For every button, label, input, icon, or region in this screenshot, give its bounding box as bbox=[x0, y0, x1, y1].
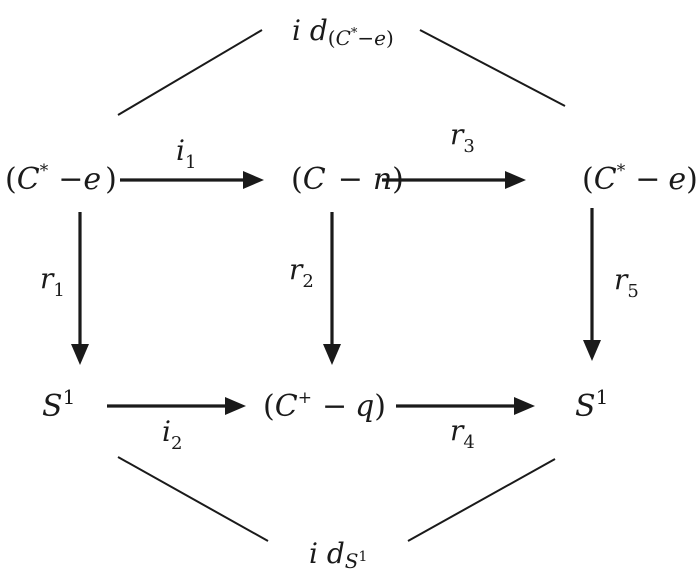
identity-bottom-left-line bbox=[117, 456, 269, 542]
arrow-i1 bbox=[120, 171, 264, 189]
arrow-i2 bbox=[107, 397, 246, 415]
node-bottom-right: S1 bbox=[575, 385, 608, 424]
label-r3: r3 bbox=[450, 118, 475, 157]
label-i2: i2 bbox=[162, 415, 182, 454]
node-bottom-mid: (C+−q) bbox=[263, 388, 386, 424]
node-top-right: (C*−e) bbox=[582, 161, 698, 197]
identity-top-left-line bbox=[117, 29, 263, 116]
label-i1: i1 bbox=[176, 134, 196, 173]
identity-bottom-label: i dS1 bbox=[309, 537, 367, 573]
arrow-r2 bbox=[323, 212, 341, 365]
arrow-r1 bbox=[71, 212, 89, 365]
node-top-mid: (C−n) bbox=[291, 162, 404, 197]
identity-bottom-right-line bbox=[407, 458, 556, 542]
label-r2: r2 bbox=[289, 253, 314, 292]
arrow-r5 bbox=[583, 208, 601, 361]
arrow-r3 bbox=[382, 171, 526, 189]
identity-top-label: i d(C*−e) bbox=[292, 14, 394, 50]
node-bottom-left: S1 bbox=[42, 385, 75, 424]
identity-top-right-line bbox=[419, 29, 566, 107]
label-r5: r5 bbox=[614, 263, 639, 302]
label-r4: r4 bbox=[450, 414, 475, 453]
node-top-left: (C*−e) bbox=[5, 161, 117, 197]
arrow-r4 bbox=[396, 397, 535, 415]
label-r1: r1 bbox=[40, 262, 65, 301]
